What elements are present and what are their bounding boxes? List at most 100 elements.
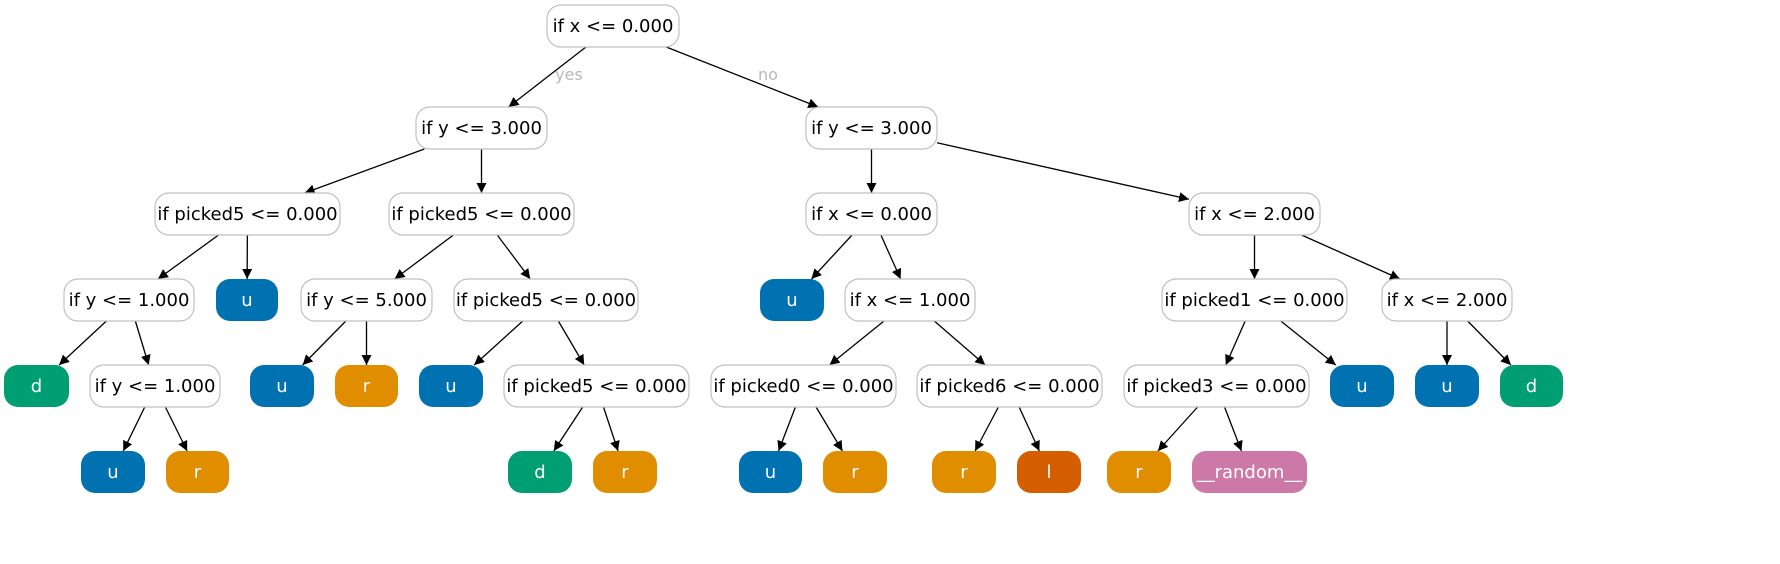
split-condition: if x <= 2.000: [1387, 290, 1508, 311]
leaf-box-d: [4, 365, 69, 407]
leaf-label: u: [445, 376, 456, 397]
leaf-label: l: [1046, 462, 1051, 483]
split-box: [805, 106, 938, 150]
leaf-box-d: [1500, 365, 1563, 407]
leaf-label: u: [765, 462, 776, 483]
leaf-label: r: [851, 462, 859, 483]
leaf-label: r: [960, 462, 968, 483]
split-condition: if x <= 0.000: [553, 16, 674, 37]
split-box: [63, 278, 195, 322]
edge-n23-n36: [1223, 406, 1243, 452]
leaf-node-n15: d: [4, 365, 69, 407]
split-node-n3: if picked5 <= 0.000: [154, 192, 341, 236]
leaf-label: r: [1135, 462, 1143, 483]
leaf-box-r: [166, 451, 229, 493]
edge-n7-n15: [58, 320, 107, 366]
split-condition: if y <= 5.000: [306, 290, 427, 311]
split-box: [844, 278, 976, 322]
leaf-label: u: [1356, 376, 1367, 397]
leaf-node-n25: u: [1415, 365, 1479, 407]
edge-n16-n27: [122, 406, 146, 452]
split-condition: if y <= 3.000: [421, 118, 542, 139]
leaf-label: r: [363, 376, 371, 397]
leaf-node-n26: d: [1500, 365, 1563, 407]
edge-label-no: no: [758, 65, 778, 84]
leaf-node-n19: u: [419, 365, 483, 407]
edge-labels-layer: yes no: [555, 65, 778, 84]
split-condition: if y <= 1.000: [69, 290, 190, 311]
split-condition: if y <= 3.000: [811, 118, 932, 139]
edge-n12-n22: [933, 320, 986, 366]
edge-n22-n34: [1018, 406, 1040, 452]
split-box: [805, 192, 938, 236]
edge-n20-n29: [553, 406, 584, 452]
edge-n14-n26: [1467, 320, 1512, 366]
edge-n5-n12: [880, 234, 902, 280]
edge-n16-n28: [164, 406, 188, 452]
leaf-node-n27: u: [81, 451, 145, 493]
edge-n13-n23: [1225, 320, 1246, 366]
split-node-n13: if picked1 <= 0.000: [1161, 278, 1348, 322]
split-condition: if picked0 <= 0.000: [713, 376, 893, 397]
edge-n10-n20: [557, 320, 585, 366]
edge-n6-n14: [1301, 234, 1401, 280]
leaf-node-n36: __random__: [1192, 451, 1307, 493]
edge-n3-n7: [157, 234, 219, 280]
edge-n2-n6: [936, 142, 1190, 202]
edge-n5-n11: [810, 234, 853, 280]
edge-n12-n21: [829, 320, 885, 366]
split-node-n20: if picked5 <= 0.000: [503, 364, 690, 408]
edge-n1-n3: [304, 148, 425, 195]
split-box: [154, 192, 341, 236]
leaf-label: d: [1526, 376, 1537, 397]
split-condition: if picked5 <= 0.000: [157, 204, 337, 225]
leaf-node-n34: l: [1017, 451, 1081, 493]
leaf-node-n29: d: [508, 451, 572, 493]
edge-label-yes: yes: [555, 65, 583, 84]
split-node-n23: if picked3 <= 0.000: [1123, 364, 1310, 408]
leaf-box-u: [216, 279, 278, 321]
leaf-box-l: [1017, 451, 1081, 493]
split-node-n6: if x <= 2.000: [1188, 192, 1321, 236]
leaf-box-u: [1330, 365, 1394, 407]
split-box: [388, 192, 575, 236]
leaf-box-u: [739, 451, 802, 493]
leaf-node-n35: r: [1107, 451, 1171, 493]
split-node-n2: if y <= 3.000: [805, 106, 938, 150]
edge-n4-n10: [496, 234, 531, 280]
split-node-n4: if picked5 <= 0.000: [388, 192, 575, 236]
split-box: [453, 278, 639, 322]
split-node-n22: if picked6 <= 0.000: [916, 364, 1103, 408]
leaf-node-n18: r: [335, 365, 398, 407]
split-condition: if picked6 <= 0.000: [919, 376, 1099, 397]
split-node-n12: if x <= 1.000: [844, 278, 976, 322]
split-box: [89, 364, 221, 408]
split-box: [1123, 364, 1310, 408]
leaf-label: u: [107, 462, 118, 483]
split-condition: if x <= 0.000: [811, 204, 932, 225]
leaf-node-n24: u: [1330, 365, 1394, 407]
leaf-node-n30: r: [593, 451, 657, 493]
split-condition: if picked5 <= 0.000: [506, 376, 686, 397]
split-condition: if picked5 <= 0.000: [391, 204, 571, 225]
leaf-box-u: [250, 365, 314, 407]
edge-n7-n16: [134, 320, 151, 366]
leaf-box-r: [1107, 451, 1171, 493]
leaf-box-r: [823, 451, 887, 493]
leaf-box-u: [419, 365, 483, 407]
split-node-n16: if y <= 1.000: [89, 364, 221, 408]
leaf-box-d: [508, 451, 572, 493]
split-node-n14: if x <= 2.000: [1381, 278, 1513, 322]
leaf-label: r: [194, 462, 202, 483]
leaf-label: r: [621, 462, 629, 483]
leaf-box-r: [335, 365, 398, 407]
edge-n9-n17: [302, 320, 347, 366]
split-box: [415, 106, 548, 150]
leaf-box-u: [1415, 365, 1479, 407]
leaf-label: u: [786, 290, 797, 311]
leaf-label: d: [534, 462, 545, 483]
edge-n21-n31: [777, 406, 797, 452]
split-node-n1: if y <= 3.000: [415, 106, 548, 150]
leaf-node-n11: u: [760, 279, 824, 321]
